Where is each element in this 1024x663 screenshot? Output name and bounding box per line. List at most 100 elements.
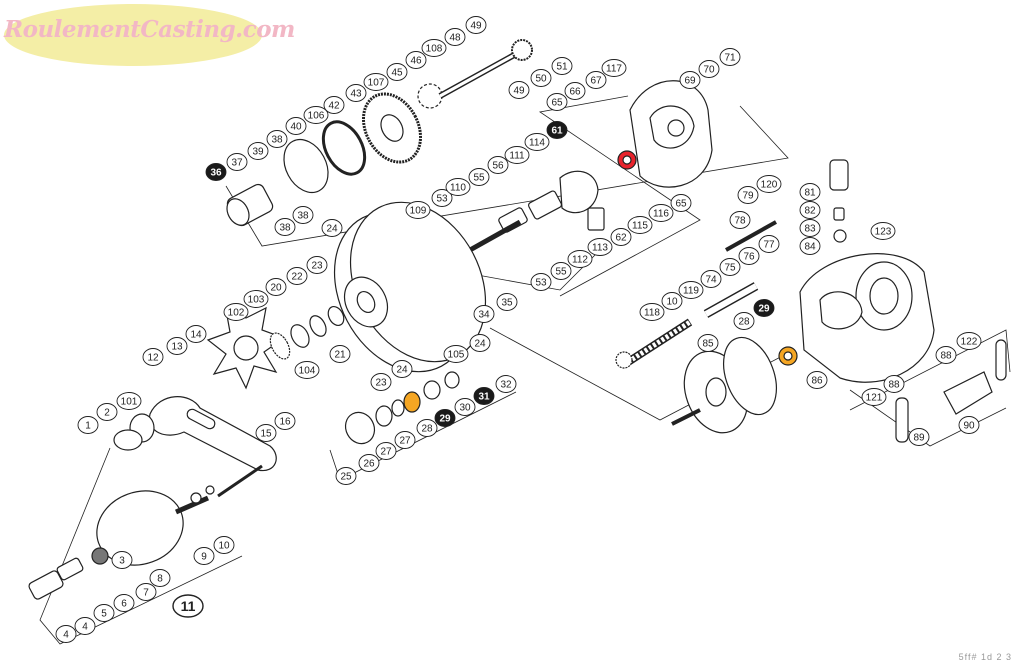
callout-label: 27 xyxy=(399,436,411,447)
part-callout-109: 109 xyxy=(405,201,431,219)
callout-label: 74 xyxy=(705,275,717,286)
part-callout-38: 38 xyxy=(266,130,288,148)
pinion-cog-part xyxy=(417,83,443,109)
callout-bubble xyxy=(935,346,957,364)
callout-bubble xyxy=(172,594,204,618)
callout-label: 4 xyxy=(82,622,88,633)
part-callout-122: 122 xyxy=(956,332,982,350)
callout-bubble xyxy=(391,360,413,378)
callout-bubble xyxy=(294,361,320,379)
callout-bubble xyxy=(93,604,115,622)
part-callout-48: 48 xyxy=(444,28,466,46)
callout-bubble xyxy=(524,133,550,151)
callout-label: 10 xyxy=(666,297,678,308)
part-callout-86: 86 xyxy=(806,371,828,389)
callout-label: 90 xyxy=(963,421,975,432)
part-callout-110: 110 xyxy=(445,178,471,196)
callout-bubble xyxy=(587,238,613,256)
part-callout-3: 3 xyxy=(111,551,133,569)
part-callout-28: 28 xyxy=(416,419,438,437)
part-callout-24: 24 xyxy=(321,219,343,237)
callout-bubble xyxy=(255,424,277,442)
callout-label: 77 xyxy=(763,240,775,251)
callout-label: 24 xyxy=(326,224,338,235)
part-callout-70: 70 xyxy=(698,60,720,78)
callout-label: 6 xyxy=(121,599,127,610)
callout-label: 46 xyxy=(410,56,422,67)
part-callout-20: 20 xyxy=(265,278,287,296)
part-callout-4: 4 xyxy=(55,625,77,643)
callout-label: 42 xyxy=(328,101,340,112)
callout-label: 29 xyxy=(758,304,770,315)
spool-part xyxy=(671,336,777,434)
part-callout-65: 65 xyxy=(670,194,692,212)
part-callout-74: 74 xyxy=(700,270,722,288)
bracket-clutch-lever xyxy=(849,389,1007,447)
callout-label: 10 xyxy=(218,541,230,552)
callout-label: 1 xyxy=(85,421,91,432)
callout-bubble xyxy=(495,375,517,393)
callout-bubble xyxy=(496,293,518,311)
callout-label: 83 xyxy=(804,224,816,235)
part-callout-2: 2 xyxy=(96,403,118,421)
callout-bubble xyxy=(627,216,653,234)
callout-bubble xyxy=(443,345,469,363)
callout-bubble xyxy=(719,258,741,276)
callout-label: 12 xyxy=(147,353,159,364)
callout-bubble xyxy=(729,211,751,229)
callout-label: 70 xyxy=(703,65,715,76)
part-callout-42: 42 xyxy=(323,96,345,114)
part-callout-53: 53 xyxy=(431,189,453,207)
callout-bubble xyxy=(223,303,249,321)
part-callout-13: 13 xyxy=(166,337,188,355)
callout-bubble xyxy=(530,69,552,87)
callout-bubble xyxy=(806,371,828,389)
part-callout-21: 21 xyxy=(329,345,351,363)
callout-label: 51 xyxy=(556,62,568,73)
part-callout-38: 38 xyxy=(274,218,296,236)
callout-label: 89 xyxy=(913,433,925,444)
callout-bubble xyxy=(567,250,593,268)
callout-bubble xyxy=(469,334,491,352)
right-frame-part xyxy=(799,253,935,383)
callout-bubble xyxy=(473,305,495,323)
callout-label: 120 xyxy=(761,180,778,191)
callout-label: 28 xyxy=(738,317,750,328)
callout-bubble xyxy=(546,93,568,111)
callout-bubble xyxy=(113,594,135,612)
part-callout-4: 4 xyxy=(74,617,96,635)
callout-bubble xyxy=(149,569,171,587)
callout-label: 88 xyxy=(940,351,952,362)
callout-label: 107 xyxy=(368,78,385,89)
callout-bubble xyxy=(445,178,471,196)
part-callout-88: 88 xyxy=(883,375,905,393)
callout-label: 45 xyxy=(391,68,403,79)
callout-bubble xyxy=(416,419,438,437)
part-callout-1: 1 xyxy=(77,416,99,434)
part-callout-90: 90 xyxy=(958,416,980,434)
callout-label: 15 xyxy=(260,429,272,440)
callout-bubble xyxy=(487,156,509,174)
part-callout-117: 117 xyxy=(601,59,627,77)
part-callout-29: 29 xyxy=(753,299,775,317)
callout-label: 65 xyxy=(551,98,563,109)
part-callout-106: 106 xyxy=(303,106,329,124)
callout-bubble xyxy=(799,237,821,255)
part-callout-108: 108 xyxy=(421,39,447,57)
callout-bubble xyxy=(306,256,328,274)
callout-bubble xyxy=(508,81,530,99)
part-callout-104: 104 xyxy=(294,361,320,379)
part-callout-62: 62 xyxy=(610,228,632,246)
callout-label: 119 xyxy=(683,286,699,297)
callout-bubble xyxy=(733,312,755,330)
bearing-sleeve-part xyxy=(226,183,274,227)
callout-bubble xyxy=(243,290,269,308)
callout-label: 49 xyxy=(470,21,482,32)
callout-bubble xyxy=(700,270,722,288)
callout-label: 85 xyxy=(702,339,714,350)
part-callout-23: 23 xyxy=(306,256,328,274)
part-callout-114: 114 xyxy=(524,133,550,151)
callout-label: 27 xyxy=(380,447,392,458)
drag-washer-stack-part xyxy=(269,305,345,360)
part-callout-56: 56 xyxy=(487,156,509,174)
